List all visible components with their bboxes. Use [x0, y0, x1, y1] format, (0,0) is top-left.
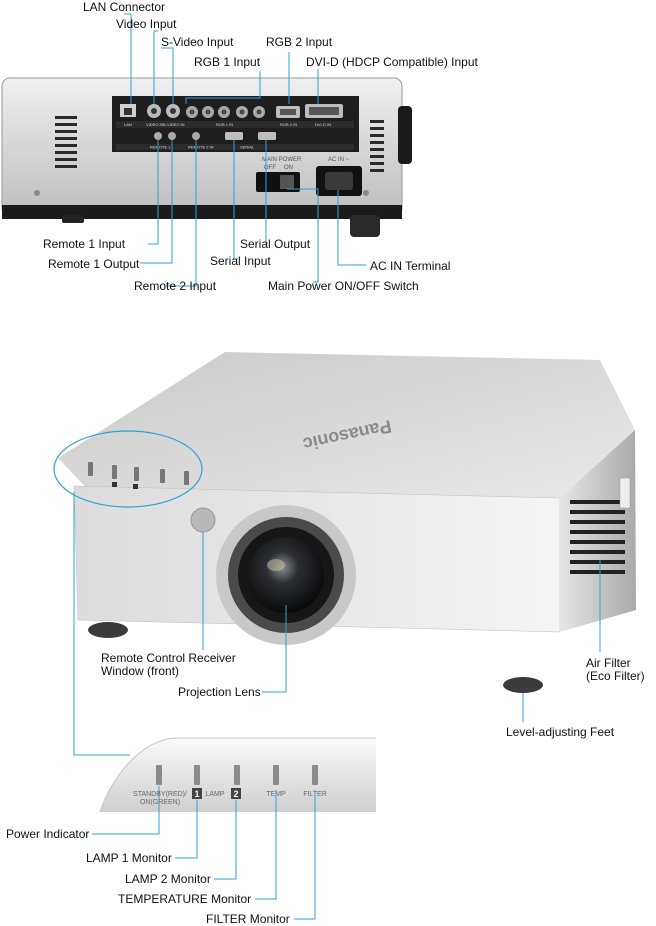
panel-rgb2-text: RGB 2 IN: [280, 122, 297, 127]
label-dvid-input: DVI-D (HDCP Compatible) Input: [306, 55, 478, 69]
label-serial-input: Serial Input: [210, 254, 271, 268]
label-projection-lens: Projection Lens: [178, 685, 261, 699]
label-rgb1-input: RGB 1 Input: [194, 55, 261, 69]
panel-svideo-text: S-VIDEO IN: [163, 122, 185, 127]
panel-off-text: OFF: [264, 165, 276, 171]
panel-remote1-text: REMOTE 1: [150, 145, 171, 150]
label-svideo-input: S-Video Input: [161, 35, 234, 49]
label-video-input: Video Input: [116, 17, 177, 31]
panel-rgb1-text: RGB 1 IN: [216, 122, 233, 127]
panel-on-text: ON: [284, 165, 293, 171]
indicator-callout-lines: [92, 786, 316, 920]
indicator-highlight-ellipse: [53, 430, 203, 508]
panel-ac-in-text: AC IN ~: [328, 157, 350, 163]
label-rgb2-input: RGB 2 Input: [266, 35, 333, 49]
front-callout-lines: [73, 492, 601, 756]
panel-dvi-text: DVI-D IN: [315, 122, 331, 127]
label-level-adjusting-feet: Level-adjusting Feet: [506, 725, 615, 739]
rear-projector-body: LAN VIDEO IN S-VIDEO IN RGB 1 IN RGB 2 I…: [1, 77, 412, 237]
label-serial-output: Serial Output: [240, 237, 311, 251]
panel-remote2-text: REMOTE 2 IN: [188, 145, 214, 150]
label-remote2-input: Remote 2 Input: [134, 279, 217, 293]
label-remote1-input: Remote 1 Input: [43, 237, 126, 251]
inset-lamp2-number: 2: [233, 789, 238, 799]
inset-lamp1-number: 1: [194, 789, 199, 799]
front-projector-body: Panasonic: [58, 352, 636, 693]
inset-standby-text: STANDBY(RED)/ ON(GREEN): [133, 791, 187, 806]
label-lamp1-monitor: LAMP 1 Monitor: [86, 851, 172, 865]
rear-callout-lines: [124, 13, 366, 287]
panel-serial-text: SERIAL: [240, 145, 255, 150]
label-filter-monitor: FILTER Monitor: [206, 912, 290, 926]
panel-main-power-text: MAIN POWER: [262, 157, 302, 163]
label-power-indicator: Power Indicator: [6, 827, 90, 841]
panel-video-text: VIDEO IN: [146, 122, 164, 127]
label-lamp2-monitor: LAMP 2 Monitor: [125, 872, 211, 886]
panel-lan-text: LAN: [124, 122, 132, 127]
label-temperature-monitor: TEMPERATURE Monitor: [118, 892, 252, 906]
label-air-filter: Air Filter (Eco Filter): [586, 656, 645, 683]
inset-lamp-text: LAMP: [205, 791, 224, 798]
label-ac-in-terminal: AC IN Terminal: [370, 259, 451, 273]
label-remote-receiver-window: Remote Control Receiver Window (front): [101, 651, 236, 678]
label-main-power-switch: Main Power ON/OFF Switch: [268, 279, 419, 293]
label-lan-connector: LAN Connector: [83, 0, 166, 14]
label-remote1-output: Remote 1 Output: [48, 257, 140, 271]
